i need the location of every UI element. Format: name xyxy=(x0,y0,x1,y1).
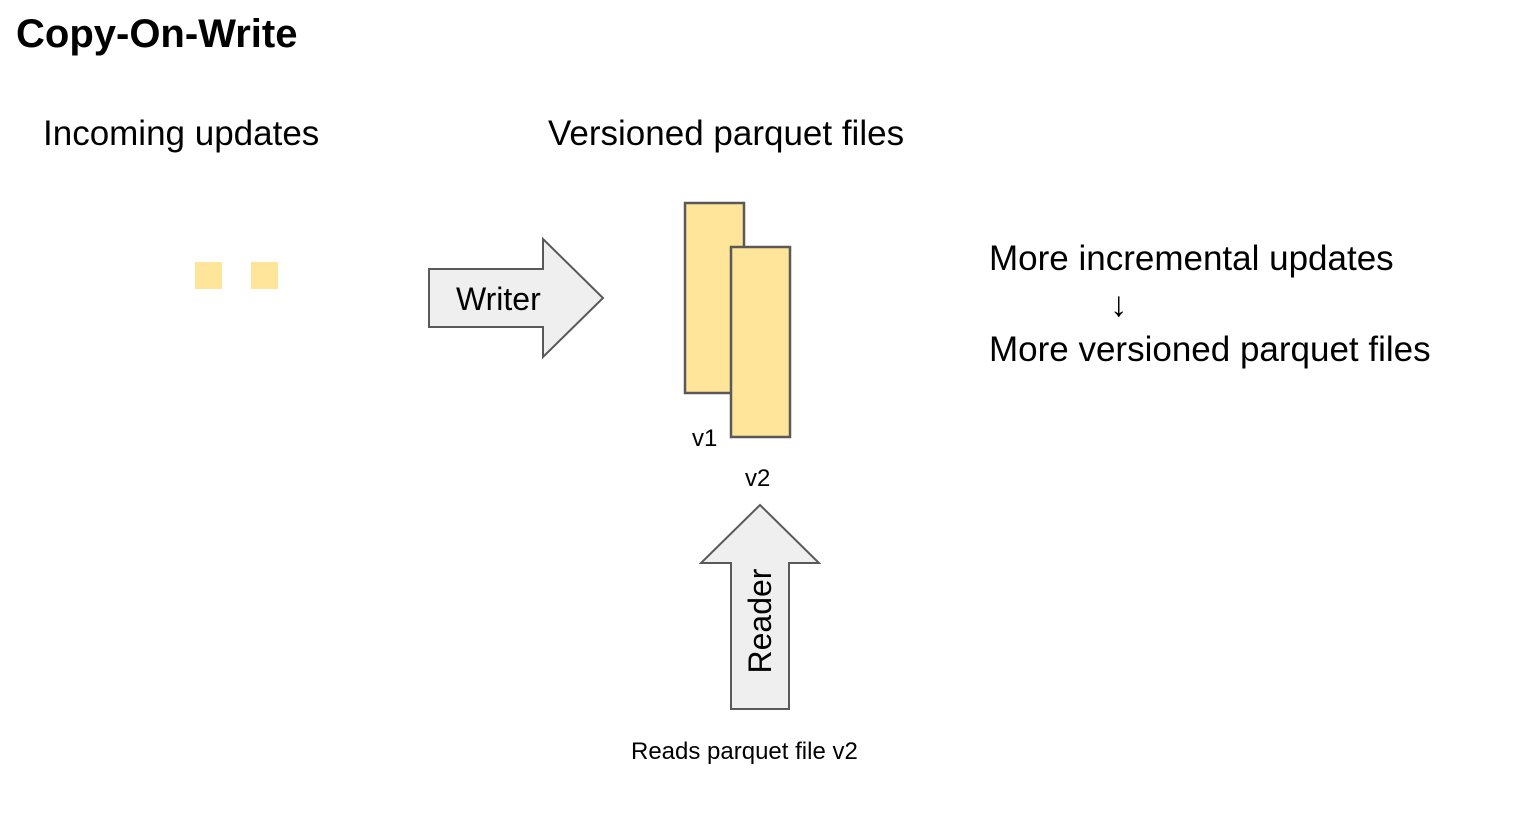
file-label-v1: v1 xyxy=(692,425,718,452)
update-square-1 xyxy=(195,262,222,289)
incoming-updates-heading: Incoming updates xyxy=(43,114,320,153)
versioned-files-heading: Versioned parquet files xyxy=(548,114,905,153)
note-line-1: More incremental updates xyxy=(989,239,1394,278)
update-square-2 xyxy=(251,262,278,289)
page-title: Copy-On-Write xyxy=(16,12,298,56)
reader-arrow xyxy=(698,503,822,710)
note-line-2: More versioned parquet files xyxy=(989,330,1431,369)
reader-label: Reader xyxy=(742,568,778,674)
reader-caption: Reads parquet file v2 xyxy=(631,738,858,765)
writer-arrow xyxy=(428,236,605,360)
writer-label: Writer xyxy=(456,281,541,317)
down-arrow-icon: ↓ xyxy=(1110,285,1128,324)
file-label-v2: v2 xyxy=(745,465,771,492)
parquet-file-v2 xyxy=(729,245,792,439)
